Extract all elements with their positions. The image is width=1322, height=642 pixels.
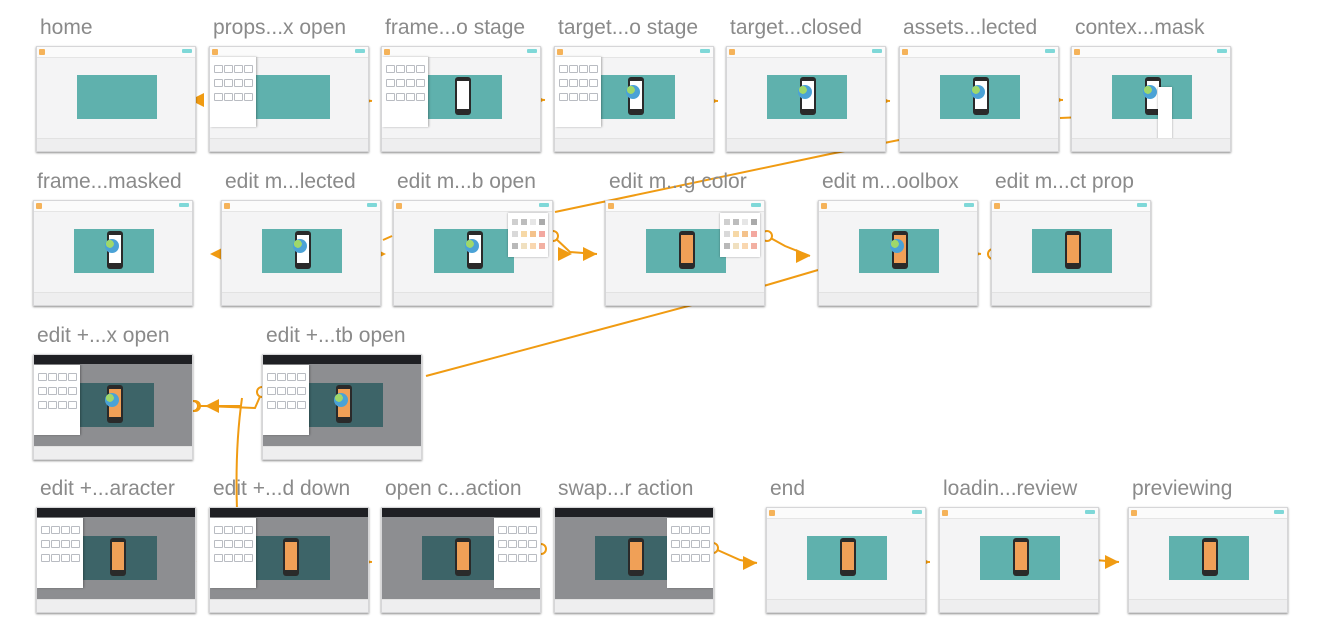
screen-thumbnail[interactable]	[393, 200, 553, 306]
node-label: frame...o stage	[385, 16, 526, 39]
node-label: edit +...x open	[37, 324, 170, 347]
arrow-head	[1105, 555, 1119, 569]
node-label: previewing	[1132, 477, 1233, 500]
screen-thumbnail[interactable]	[818, 200, 978, 306]
screen-thumbnail[interactable]	[991, 200, 1151, 306]
node-label: edit m...lected	[225, 170, 356, 193]
node-label: end	[770, 477, 806, 500]
screen-thumbnail[interactable]	[939, 507, 1099, 613]
node-label: edit m...g color	[609, 170, 747, 193]
screen-thumbnail[interactable]	[381, 507, 541, 613]
node-label: edit +...aracter	[40, 477, 175, 500]
screen-thumbnail[interactable]	[209, 46, 369, 152]
screen-thumbnail[interactable]	[1071, 46, 1231, 152]
node-label: loadin...review	[943, 477, 1078, 500]
screen-thumbnail[interactable]	[36, 46, 196, 152]
screen-thumbnail[interactable]	[262, 354, 422, 460]
edge-line	[235, 397, 243, 511]
node-label: target...o stage	[558, 16, 699, 39]
node-label: edit m...b open	[397, 170, 536, 193]
screen-thumbnail[interactable]	[221, 200, 381, 306]
screen-thumbnail[interactable]	[381, 46, 541, 152]
node-label: home	[40, 16, 93, 39]
node-label: edit m...ct prop	[995, 170, 1134, 193]
arrow-head	[190, 93, 204, 107]
screen-thumbnail[interactable]	[605, 200, 765, 306]
edge-line	[382, 235, 393, 241]
screen-thumbnail[interactable]	[554, 46, 714, 152]
edge-line	[425, 269, 819, 377]
node-label: props...x open	[213, 16, 347, 39]
node-label: swap...r action	[558, 477, 694, 500]
screen-thumbnail[interactable]	[899, 46, 1059, 152]
screen-thumbnail[interactable]	[33, 354, 193, 460]
node-label: edit +...tb open	[266, 324, 406, 347]
screen-thumbnail[interactable]	[726, 46, 886, 152]
node-label: frame...masked	[37, 170, 182, 193]
arrow-head	[210, 247, 224, 261]
node-label: target...closed	[730, 16, 862, 39]
node-label: open c...action	[385, 477, 522, 500]
screen-thumbnail[interactable]	[766, 507, 926, 613]
arrow-head	[558, 247, 572, 261]
screen-thumbnail[interactable]	[209, 507, 369, 613]
screen-thumbnail[interactable]	[36, 507, 196, 613]
arrow-head	[796, 249, 810, 263]
node-label: contex...mask	[1075, 16, 1205, 39]
screen-thumbnail[interactable]	[554, 507, 714, 613]
node-label: assets...lected	[903, 16, 1038, 39]
arrow-head	[743, 556, 757, 570]
node-label: edit +...d down	[213, 477, 351, 500]
screen-thumbnail[interactable]	[33, 200, 193, 306]
node-label: edit m...oolbox	[822, 170, 959, 193]
arrow-head	[583, 247, 597, 261]
screen-thumbnail[interactable]	[1128, 507, 1288, 613]
